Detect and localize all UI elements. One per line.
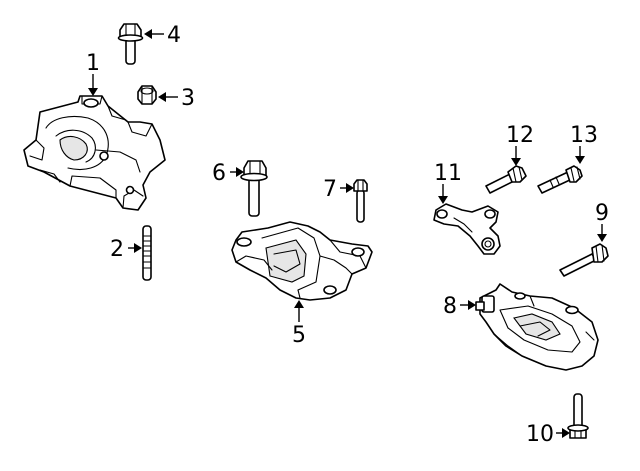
callout-13: 13	[570, 123, 598, 148]
part-5-lower-mount[interactable]	[231, 221, 373, 301]
callout-3: 3	[181, 86, 195, 111]
part-8-transmission-mount[interactable]	[475, 283, 599, 371]
callout-1: 1	[86, 51, 100, 76]
callout-7: 7	[323, 177, 337, 202]
part-13-stud[interactable]	[537, 165, 583, 194]
leader-lines	[88, 29, 607, 438]
part-2-stud[interactable]	[142, 225, 152, 281]
callout-11: 11	[434, 161, 462, 186]
callout-12: 12	[506, 123, 534, 148]
callout-6: 6	[212, 161, 226, 186]
callout-8: 8	[443, 294, 457, 319]
part-4-bolt[interactable]	[117, 23, 144, 65]
callout-5: 5	[292, 323, 306, 348]
callout-10: 10	[526, 422, 554, 447]
callout-labels: 1 2 3 4 5 6 7 8 9 10 11 12 13	[86, 23, 609, 447]
part-9-bolt[interactable]	[559, 243, 609, 277]
part-6-bolt[interactable]	[240, 160, 268, 217]
part-12-bolt[interactable]	[485, 165, 527, 194]
part-1-engine-mount[interactable]	[23, 95, 166, 211]
callout-9: 9	[595, 201, 609, 226]
part-3-nut[interactable]	[137, 85, 157, 105]
part-11-bracket[interactable]	[433, 203, 501, 255]
callout-4: 4	[167, 23, 181, 48]
callout-2: 2	[110, 237, 124, 262]
part-10-bolt[interactable]	[567, 393, 589, 439]
part-7-bolt[interactable]	[353, 179, 368, 223]
